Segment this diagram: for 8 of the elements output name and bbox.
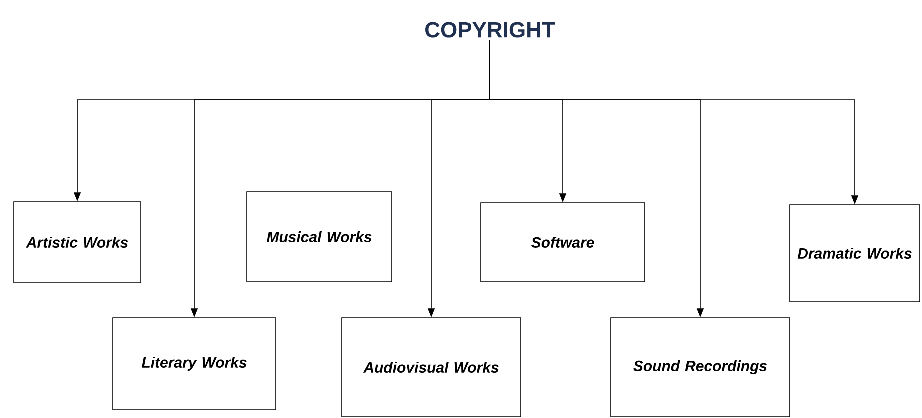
category-box: Software [480, 202, 646, 282]
category-box: Musical Works [246, 192, 392, 282]
category-box: Dramatic Works [790, 204, 920, 302]
category-box: Audiovisual Works [342, 318, 522, 418]
category-box: Literary Works [112, 318, 276, 410]
title: COPYRIGHT [426, 22, 556, 38]
category-box: Sound Recordings [610, 318, 790, 418]
category-box: Artistic Works [14, 202, 142, 284]
